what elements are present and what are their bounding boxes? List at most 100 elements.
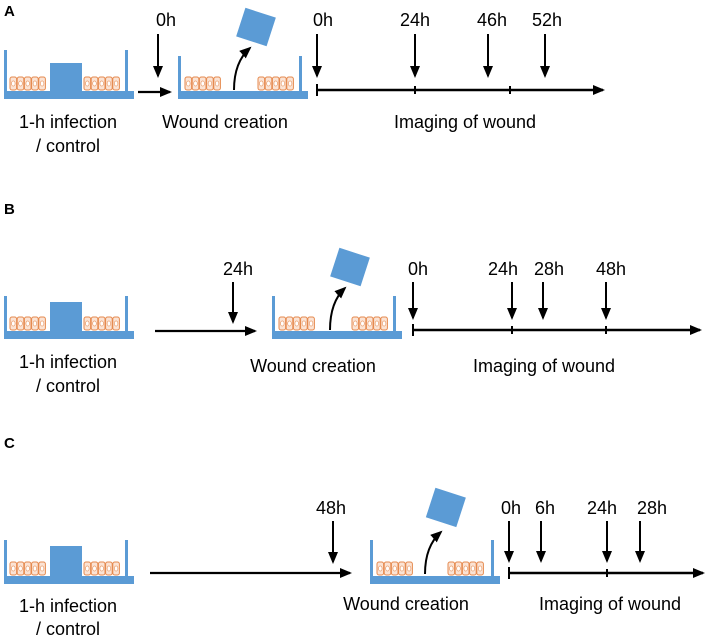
timepoint-label: 6h [535, 498, 555, 518]
plate-wall-right [491, 540, 494, 577]
wound-insert [50, 63, 82, 92]
panel-a-infection-well [4, 50, 134, 99]
cell-layer-right [83, 316, 120, 331]
cell-nucleus [99, 320, 104, 327]
plate-wall-right [125, 540, 128, 577]
cell-nucleus [11, 80, 16, 87]
cell-nucleus [85, 565, 90, 572]
plate-base [4, 576, 134, 584]
cell-nucleus [385, 565, 390, 572]
cell-nucleus [273, 80, 278, 87]
panel-b: B 1-h infection / control 24h Wound crea… [4, 201, 702, 396]
cell-layer-left [9, 316, 46, 331]
cell-nucleus [99, 80, 104, 87]
cell-nucleus [407, 565, 412, 572]
cell-nucleus [360, 320, 365, 327]
panel-a-wound-well [178, 7, 308, 99]
cell-nucleus [92, 80, 97, 87]
cell-nucleus [193, 80, 198, 87]
cell-nucleus [113, 565, 119, 572]
cell-nucleus [266, 80, 271, 87]
cell-layer-left [184, 76, 221, 91]
cell-layer-right [351, 316, 388, 331]
cell-nucleus [392, 565, 397, 572]
cell-nucleus [32, 320, 38, 327]
plate-wall-left [272, 296, 275, 332]
plate-wall-right [299, 56, 302, 92]
plate-base [272, 331, 402, 339]
panel-c: C 1-h infection / control 48h Wound crea… [4, 435, 705, 638]
cell-nucleus [463, 565, 468, 572]
cell-nucleus [25, 80, 30, 87]
cell-nucleus [288, 80, 293, 87]
removed-insert [425, 487, 466, 528]
condition-label-line2: / control [36, 619, 100, 638]
cell-nucleus [294, 320, 299, 327]
condition-label-line1: 1-h infection [19, 352, 117, 372]
cell-nucleus [11, 565, 16, 572]
cell-nucleus [99, 565, 104, 572]
plate-wall-left [4, 540, 7, 577]
cell-layer-left [9, 76, 46, 91]
condition-label-line2: / control [36, 376, 100, 396]
condition-label-line2: / control [36, 136, 100, 156]
panel-c-imaging-timeline: 0h 6h 24h 28h [501, 498, 705, 579]
timepoint-label: 48h [596, 259, 626, 279]
timepoint-label: 52h [532, 10, 562, 30]
cell-nucleus [374, 320, 380, 327]
removed-insert [236, 7, 276, 47]
imaging-label: Imaging of wound [539, 594, 681, 614]
panel-a-imaging-timeline: 0h 24h 46h 52h [312, 10, 605, 96]
panel-b-letter: B [4, 201, 15, 218]
wound-delay-label: 48h [316, 498, 346, 518]
cell-nucleus [449, 565, 454, 572]
timepoint-label: 0h [408, 259, 428, 279]
wound-insert [50, 302, 82, 332]
cell-nucleus [32, 565, 38, 572]
cell-nucleus [470, 565, 476, 572]
plate-wall-right [393, 296, 396, 332]
cell-layer-right [447, 561, 484, 576]
cell-nucleus [85, 320, 90, 327]
cell-layer-left [278, 316, 315, 331]
plate-base [4, 331, 134, 339]
cell-nucleus [18, 565, 23, 572]
plate-wall-left [4, 50, 7, 92]
cell-nucleus [367, 320, 372, 327]
condition-label-line1: 1-h infection [19, 596, 117, 616]
panel-b-wound-well [272, 247, 402, 339]
cell-nucleus [215, 80, 220, 87]
cell-layer-right [257, 76, 294, 91]
cell-nucleus [39, 80, 45, 87]
condition-label-line1: 1-h infection [19, 112, 117, 132]
plate-base [370, 576, 500, 584]
wound-delay-label: 0h [156, 10, 176, 30]
lift-arrow [424, 530, 443, 575]
cell-nucleus [25, 320, 30, 327]
cell-nucleus [287, 320, 292, 327]
imaging-label: Imaging of wound [473, 356, 615, 376]
cell-nucleus [85, 80, 90, 87]
cell-nucleus [25, 565, 30, 572]
panel-b-infection-well [4, 296, 134, 339]
imaging-label: Imaging of wound [394, 112, 536, 132]
cell-nucleus [207, 80, 212, 87]
cell-nucleus [11, 320, 16, 327]
timepoint-label: 0h [313, 10, 333, 30]
panel-a-letter: A [4, 3, 15, 20]
wound-creation-label: Wound creation [250, 356, 376, 376]
plate-base [4, 91, 134, 99]
cell-nucleus [399, 565, 405, 572]
cell-nucleus [353, 320, 358, 327]
timepoint-label: 24h [587, 498, 617, 518]
cell-nucleus [280, 80, 286, 87]
removed-insert [330, 247, 370, 287]
cell-layer-right [83, 76, 120, 91]
cell-nucleus [113, 320, 119, 327]
cell-nucleus [106, 565, 111, 572]
cell-nucleus [18, 320, 23, 327]
cell-nucleus [301, 320, 307, 327]
timepoint-label: 24h [488, 259, 518, 279]
cell-nucleus [280, 320, 285, 327]
cell-nucleus [309, 320, 314, 327]
